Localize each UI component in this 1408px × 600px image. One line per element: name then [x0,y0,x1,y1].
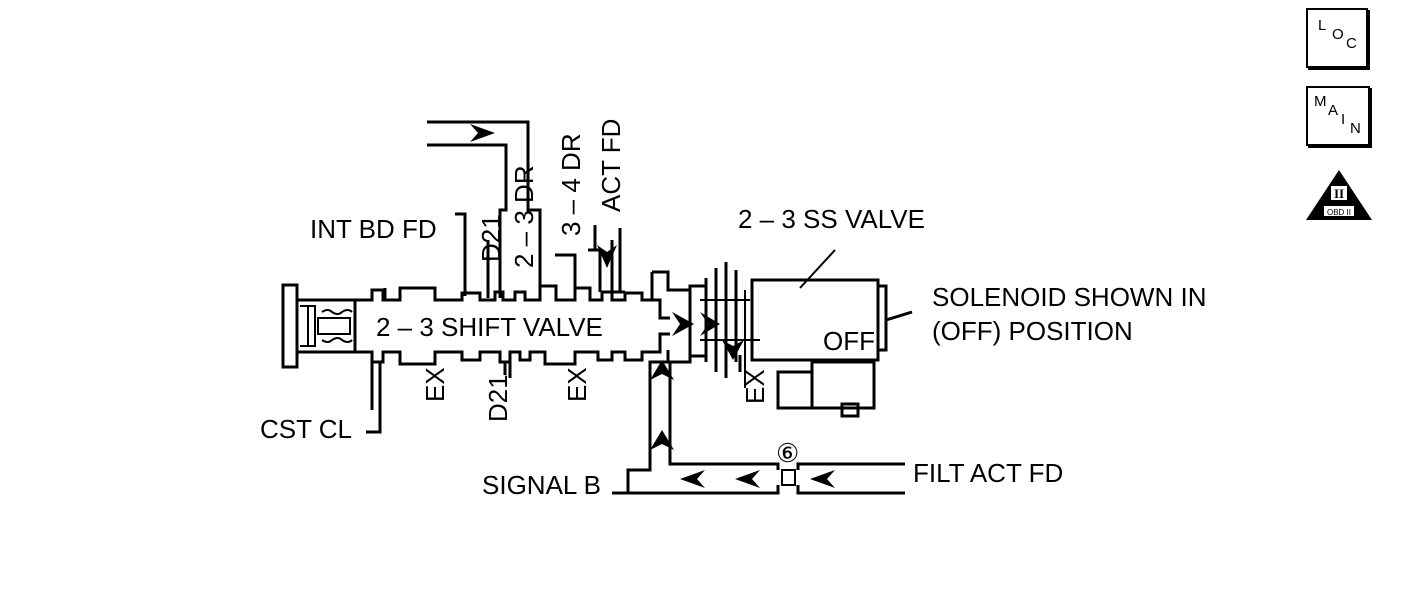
label-off: OFF [823,326,875,356]
bottom-ports [366,362,512,434]
obd-ii-icon: II OBD II [1306,170,1372,220]
label-cst-cl: CST CL [260,414,352,444]
main-letter-3: I [1341,111,1346,128]
label-filt-act-fd: FILT ACT FD [913,458,1063,488]
loc-letter-3: C [1346,35,1357,52]
loc-letter-1: L [1318,17,1327,34]
solenoid-valve-stack [672,262,760,388]
label-ex-3: EX [740,369,770,404]
act-fd-line [593,225,622,292]
loc-button[interactable]: L O C [1306,8,1368,68]
label-orifice-number: ⑥ [776,438,799,468]
main-letter-1: M [1314,93,1327,110]
label-ex-1: EX [420,367,450,402]
obd-roman: II [1334,186,1344,201]
signal-lines [612,360,905,495]
label-d21-bottom: D21 [483,374,513,422]
label-int-bd-fd: INT BD FD [310,214,437,244]
label-ss-valve: 2 – 3 SS VALVE [738,204,925,234]
solenoid-body [750,249,913,418]
top-feed-line [427,120,542,250]
main-button[interactable]: M A I N [1306,86,1370,146]
label-d21-top: D21 [476,214,506,262]
shift-valve-diagram: INT BD FD D21 2 – 3 DR 3 – 4 DR ACT FD 2… [260,119,1206,500]
label-act-fd: ACT FD [596,119,626,212]
label-2-3-dr: 2 – 3 DR [509,165,539,268]
obd-ii-button[interactable]: II OBD II [1304,168,1374,222]
main-letter-4: N [1350,120,1361,137]
main-letter-2: A [1328,102,1339,119]
shift-valve-body [355,212,692,366]
spring-plug [281,283,357,369]
label-signal-b: SIGNAL B [482,470,601,500]
label-ex-2: EX [562,367,592,402]
label-3-4-dr: 3 – 4 DR [556,133,586,236]
label-solenoid-line1: SOLENOID SHOWN IN [932,282,1206,312]
obd-text: OBD II [1327,208,1351,217]
label-solenoid-line2: (OFF) POSITION [932,316,1133,346]
label-shift-valve: 2 – 3 SHIFT VALVE [376,312,603,342]
loc-letter-2: O [1332,26,1344,43]
